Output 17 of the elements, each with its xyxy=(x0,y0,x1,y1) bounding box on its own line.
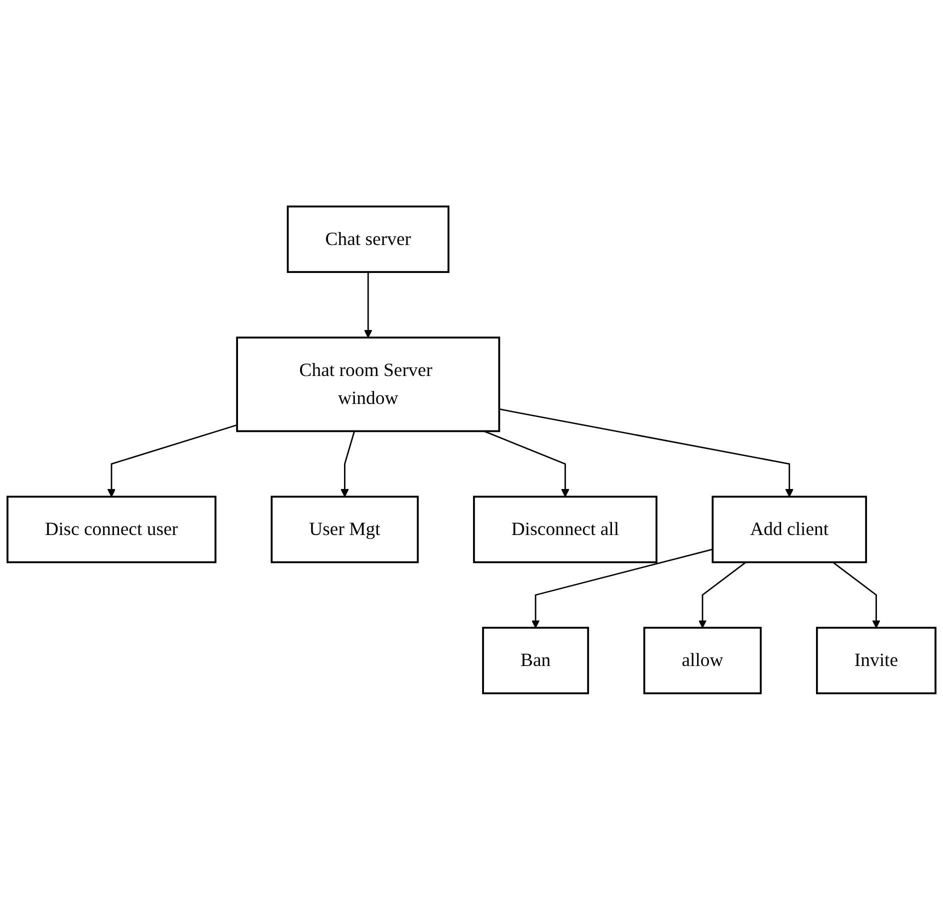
arrow xyxy=(531,548,713,628)
node-box: Ban xyxy=(482,626,590,694)
node-box: Chat server xyxy=(286,206,450,274)
node-box: allow xyxy=(643,626,762,694)
arrow xyxy=(832,562,880,628)
arrow xyxy=(340,431,356,498)
node-box: Disconnect all xyxy=(473,496,658,564)
arrow xyxy=(698,562,746,628)
node-box: Disc connect user xyxy=(6,496,216,564)
arrow xyxy=(107,424,238,498)
node-box: Add client xyxy=(712,496,867,564)
node-box: User Mgt xyxy=(270,496,419,564)
node-box: Chat room Server window xyxy=(236,336,500,432)
arrow xyxy=(499,408,794,498)
arrow xyxy=(364,272,372,338)
node-box: Invite xyxy=(816,626,936,694)
arrow xyxy=(484,430,570,498)
